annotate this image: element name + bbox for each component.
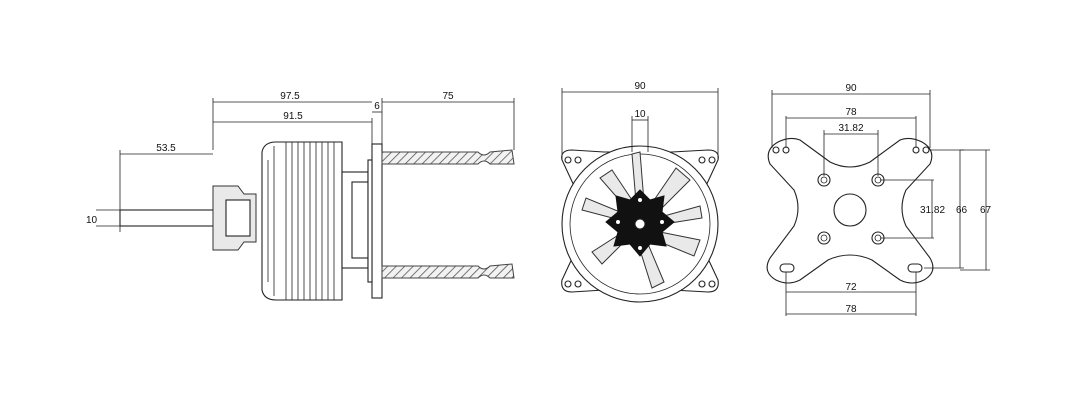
mount-plate-view	[766, 137, 934, 284]
dim-mount-hole-spacing-top: 78	[845, 107, 857, 118]
motor-shaft	[119, 209, 221, 227]
mount-flange	[371, 143, 383, 299]
dim-inner-hole-spacing-h: 31.82	[838, 123, 863, 134]
dim-shaft-length: 53.5	[156, 143, 176, 154]
dim-vertical-spacing: 66	[956, 205, 968, 216]
dim-body-length: 91.5	[283, 111, 303, 122]
dim-mount-hole-spacing-bottom: 72	[845, 282, 857, 293]
standoff-bottom	[381, 263, 515, 279]
dim-overall-height: 67	[980, 205, 992, 216]
dim-standoff-length: 75	[442, 91, 454, 102]
front-view	[561, 145, 719, 303]
side-view-dimensions: 97.5 91.5 6 75 53.5 10	[86, 91, 515, 232]
dim-shaft-diameter: 10	[86, 215, 98, 226]
side-view	[119, 141, 515, 301]
dim-overall-length: 97.5	[280, 91, 300, 102]
rotor-fins	[267, 142, 335, 300]
front-view-dimensions: 90 10	[561, 81, 719, 160]
standoff-top	[381, 149, 515, 165]
dim-front-width: 90	[634, 81, 646, 92]
dim-front-center: 10	[634, 109, 646, 120]
dim-mount-width-bottom: 78	[845, 304, 857, 315]
mount-plate-dimensions: 90 78 31.82 31.82 66 67 72 78	[771, 83, 992, 316]
dim-flange-thickness: 6	[374, 101, 380, 112]
dim-inner-hole-spacing-v: 31.82	[920, 205, 945, 216]
mount-center-hole	[833, 193, 867, 227]
dim-mount-width: 90	[845, 83, 857, 94]
